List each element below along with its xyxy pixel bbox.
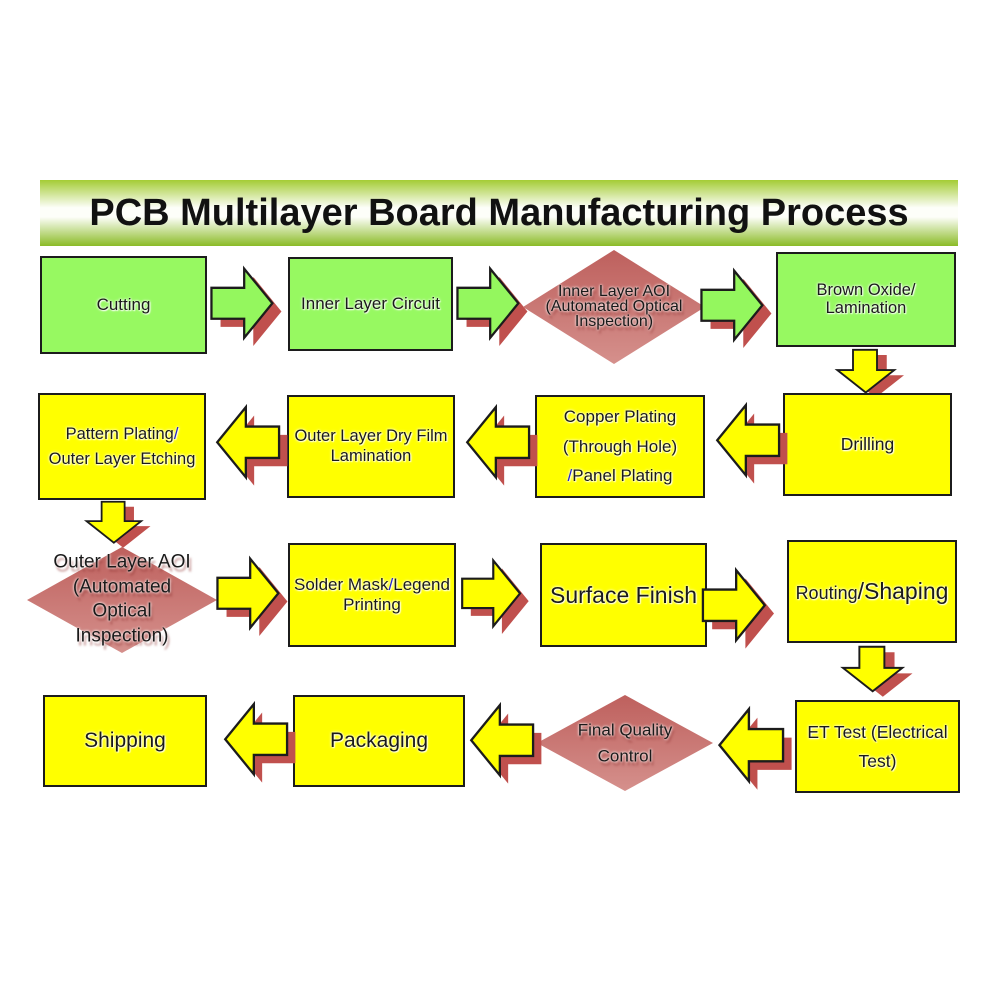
title-banner: PCB Multilayer Board Manufacturing Proce… [40, 180, 958, 246]
node-drilling: Drilling [783, 393, 952, 496]
node-drilling-label: Drilling [840, 434, 895, 454]
arrow-drilling-to-copper-plating-icon [715, 401, 788, 484]
node-inner-layer-circuit-label: Inner Layer Circuit [301, 294, 440, 313]
arrow-outer-dry-film-to-pattern-plating-icon [215, 403, 288, 486]
node-pattern-plating-outer-layer-etching-label: Pattern Plating/Outer Layer Etching [48, 424, 196, 468]
arrow-final-quality-to-packaging-icon [469, 701, 542, 784]
node-copper-plating-label: Copper Plating(Through Hole)/Panel Plati… [562, 406, 678, 486]
arrow-et-test-to-final-quality-icon [717, 705, 792, 790]
node-routing-shaping: Routing/Shaping [787, 540, 957, 643]
node-shipping: Shipping [43, 695, 207, 787]
node-surface-finish-label: Surface Finish [549, 581, 697, 608]
arrow-solder-mask-to-surface-finish-icon [461, 557, 529, 634]
node-surface-finish: Surface Finish [540, 543, 707, 647]
arrow-routing-shaping-to-et-test-icon [840, 645, 913, 697]
node-copper-plating: Copper Plating(Through Hole)/Panel Plati… [535, 395, 705, 498]
node-pattern-plating-outer-layer-etching: Pattern Plating/Outer Layer Etching [38, 393, 206, 500]
arrow-inner-layer-aoi-to-brown-oxide-icon [700, 267, 772, 348]
arrow-inner-layer-circuit-to-inner-layer-aoi-icon [456, 265, 528, 346]
arrow-cutting-to-inner-layer-circuit-icon [210, 265, 282, 346]
arrow-surface-finish-to-routing-shaping-icon [701, 566, 774, 649]
node-packaging: Packaging [293, 695, 465, 787]
node-cutting-label: Cutting [96, 295, 151, 314]
node-inner-layer-circuit: Inner Layer Circuit [288, 257, 453, 351]
arrow-copper-plating-to-outer-dry-film-icon [465, 403, 538, 486]
node-shipping-label: Shipping [84, 729, 166, 752]
arrow-outer-layer-aoi-to-solder-mask-icon [216, 555, 288, 636]
node-cutting: Cutting [40, 256, 207, 354]
node-packaging-label: Packaging [329, 729, 429, 752]
arrow-packaging-to-shipping-icon [223, 700, 296, 783]
node-brown-oxide: Brown Oxide/Lamination [776, 252, 956, 347]
page-title: PCB Multilayer Board Manufacturing Proce… [89, 191, 909, 234]
node-brown-oxide-label: Brown Oxide/Lamination [816, 281, 916, 317]
arrow-brown-oxide-to-drilling-icon [834, 348, 904, 398]
node-routing-shaping-label: Routing/Shaping [795, 578, 949, 604]
arrow-pattern-plating-to-outer-layer-aoi-icon [83, 500, 151, 548]
